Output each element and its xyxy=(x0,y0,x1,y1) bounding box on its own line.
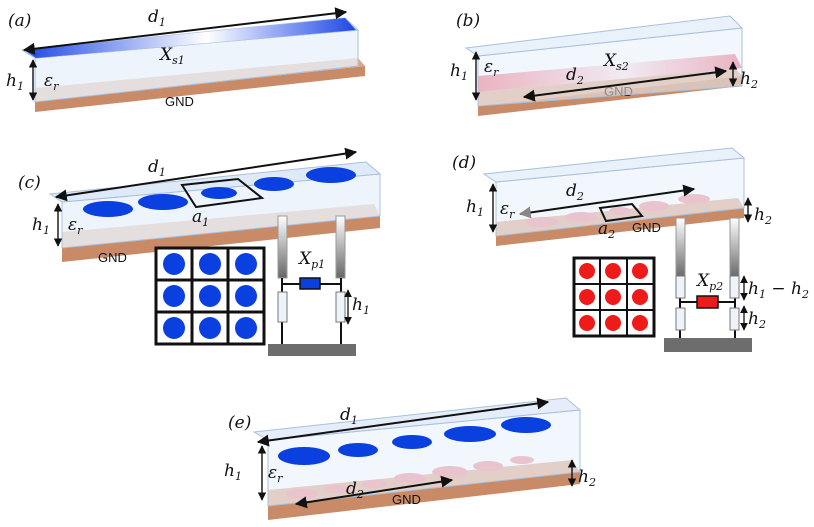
length-label: d1 xyxy=(148,7,166,29)
height2-label: h2 xyxy=(754,205,772,227)
impedance-label: Xp1 xyxy=(297,249,325,271)
impedance-element xyxy=(299,277,321,290)
dimension-arrow-d2 xyxy=(294,475,454,509)
port-post xyxy=(277,215,288,279)
impedance-element xyxy=(696,295,719,309)
permittivity-label: εr xyxy=(268,463,283,485)
patch-disk xyxy=(579,289,595,305)
ground-plane xyxy=(35,66,365,112)
height-diff-label: h1 − h2 xyxy=(748,279,809,301)
height-label: h1 xyxy=(466,197,484,219)
patch-disk xyxy=(338,443,378,457)
patch-disk xyxy=(306,167,356,183)
dimension-arrow-d2 xyxy=(522,66,728,102)
patch-disk xyxy=(392,435,432,449)
patch-disk xyxy=(254,177,294,191)
height-label: h1 xyxy=(32,215,50,237)
ground-plane xyxy=(62,216,380,262)
patch-disk xyxy=(199,285,221,307)
panel-c-tag: (c) xyxy=(18,173,41,193)
patch-disk xyxy=(444,426,496,442)
panel-e: (e) GND d1 d2 h1 εr h2 xyxy=(224,397,596,520)
impedance-label: Xs1 xyxy=(158,45,185,67)
height2-label: h2 xyxy=(740,69,758,91)
panel-b-tag: (b) xyxy=(456,11,480,31)
line-segment xyxy=(675,307,686,331)
circuit-height-label: h1 xyxy=(352,295,370,317)
line-segment xyxy=(277,291,288,323)
patch-disk xyxy=(201,187,237,199)
height-label: h1 xyxy=(224,461,242,483)
panel-a-tag: (a) xyxy=(8,11,31,31)
port-post xyxy=(335,215,346,279)
patch-disk xyxy=(501,417,551,433)
panel-d-tag: (d) xyxy=(452,153,476,173)
patch-disk xyxy=(632,263,648,279)
port-post xyxy=(675,217,686,279)
length2-label: d2 xyxy=(346,479,364,501)
patch-disk xyxy=(235,317,257,339)
panel-e-tag: (e) xyxy=(228,413,251,433)
patch-disk xyxy=(632,315,648,331)
patch-disk xyxy=(579,263,595,279)
ground-block xyxy=(268,344,356,356)
impedance-label: Xp2 xyxy=(695,271,723,293)
line-segment xyxy=(729,275,740,299)
length-label: d2 xyxy=(566,181,584,203)
unit-cell-array-inset xyxy=(154,246,266,346)
patch-disk xyxy=(278,447,330,465)
line-segment xyxy=(675,275,686,299)
line-segment xyxy=(335,291,346,323)
dimension-arrow-d1 xyxy=(256,397,550,447)
dimension-arrow-d2 xyxy=(518,184,696,219)
unit-cell-label: a1 xyxy=(192,207,209,229)
patch-disk xyxy=(83,201,133,217)
impedance-label: Xs2 xyxy=(602,51,629,73)
patch-disk xyxy=(605,315,621,331)
length-label: d1 xyxy=(340,405,358,427)
permittivity-label: εr xyxy=(484,57,499,79)
patch-disk xyxy=(163,285,185,307)
unit-cell-array-inset xyxy=(572,256,656,338)
height2-label: h2 xyxy=(578,467,596,489)
permittivity-label: εr xyxy=(68,215,83,237)
patch-disk xyxy=(163,253,185,275)
patch-disk xyxy=(605,263,621,279)
port-post xyxy=(729,217,740,279)
ground-block xyxy=(664,338,752,352)
line-segment xyxy=(729,307,740,331)
dielectric-slab-top xyxy=(482,147,746,183)
patch-disk xyxy=(632,289,648,305)
dimension-arrow-d1 xyxy=(54,147,358,202)
circuit-model: Xp1 h1 xyxy=(268,215,370,356)
panel-a: (a) GND d1 Xs1 h1 εr xyxy=(6,7,365,112)
patch-disk xyxy=(235,253,257,275)
length-label: d1 xyxy=(148,157,166,179)
height-label: h1 xyxy=(6,71,24,93)
panel-b: (b) GND d2 Xs2 h1 εr h2 xyxy=(450,11,758,116)
circuit-height2-label: h2 xyxy=(748,309,766,331)
patch-disk xyxy=(138,194,188,210)
patch-disk xyxy=(163,317,185,339)
length-label: d2 xyxy=(566,65,584,87)
patch-disk xyxy=(199,253,221,275)
patch-disk xyxy=(579,315,595,331)
dimension-arrow-d1 xyxy=(22,7,348,55)
patch-disk xyxy=(605,289,621,305)
ground-label: GND xyxy=(98,250,127,265)
ground-label: GND xyxy=(165,94,194,109)
permittivity-label: εr xyxy=(500,199,515,221)
ground-label: GND xyxy=(632,220,661,235)
height-label: h1 xyxy=(450,61,468,83)
ground-label: GND xyxy=(392,492,421,507)
panel-d: (d) GND a2 d2 h1 εr h2 xyxy=(452,147,809,352)
permittivity-label: εr xyxy=(44,71,59,93)
patch-disk xyxy=(199,317,221,339)
unit-cell-label: a2 xyxy=(598,219,615,241)
circuit-model: Xp2 h1 − h2 h2 xyxy=(664,217,809,352)
patch-disk xyxy=(235,285,257,307)
panel-c: (c) GND a1 d1 h1 εr xyxy=(18,147,382,356)
